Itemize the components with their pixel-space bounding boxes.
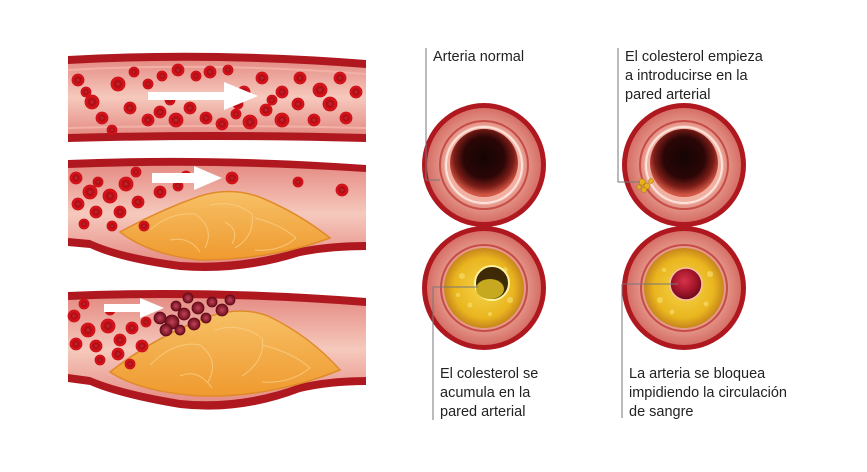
red-blood-cell	[67, 309, 81, 323]
red-blood-cell	[125, 321, 139, 335]
leader-lines	[425, 48, 678, 420]
red-blood-cell	[106, 124, 118, 136]
fatty-plaque	[118, 190, 332, 261]
clot-cell	[187, 317, 201, 331]
red-blood-cell	[100, 318, 116, 334]
clot-cell	[215, 303, 229, 317]
red-blood-cell	[259, 103, 273, 117]
red-blood-cell	[183, 101, 197, 115]
red-blood-cell	[113, 205, 127, 219]
red-blood-cell	[266, 94, 278, 106]
red-blood-cell	[171, 63, 185, 77]
cholesterol-deposit	[636, 178, 654, 193]
red-blood-cell	[111, 347, 125, 361]
red-blood-cell	[123, 101, 137, 115]
red-blood-cell	[94, 354, 106, 366]
red-blood-cell	[225, 171, 239, 185]
red-blood-cell	[203, 65, 217, 79]
red-blood-cell	[140, 316, 152, 328]
red-blood-cell	[230, 108, 242, 120]
clot-cell	[153, 311, 167, 325]
red-blood-cell	[274, 112, 290, 128]
red-blood-cell	[135, 339, 149, 353]
red-blood-cell	[78, 298, 90, 310]
cross-section-normal	[422, 103, 546, 227]
red-blood-cell	[156, 70, 168, 82]
red-blood-cell	[82, 184, 98, 200]
vessel-normal	[67, 52, 367, 142]
clot-cell	[159, 323, 173, 337]
arrow-right-icon	[104, 298, 164, 318]
red-blood-cell	[349, 85, 363, 99]
red-blood-cell	[69, 337, 83, 351]
red-blood-cell	[199, 111, 213, 125]
red-blood-cell	[78, 218, 90, 230]
red-blood-cell	[102, 188, 118, 204]
red-blood-cell	[84, 94, 100, 110]
label-cholesterol-begins: El colesterol empieza a introducirse en …	[625, 49, 763, 103]
clot-cell	[191, 301, 205, 315]
clot-cell	[177, 307, 191, 321]
red-blood-cell	[275, 85, 289, 99]
arrow-right-icon	[148, 82, 258, 110]
red-blood-cell	[106, 220, 118, 232]
red-blood-cell	[130, 166, 142, 178]
red-blood-cell	[124, 358, 136, 370]
red-blood-cell	[142, 78, 154, 90]
cross-section-accumulates	[422, 226, 546, 350]
red-blood-cell	[110, 76, 126, 92]
red-blood-cell	[128, 66, 140, 78]
label-normal-artery: Arteria normal	[433, 49, 525, 65]
red-blood-cell	[80, 322, 96, 338]
red-blood-cell	[92, 176, 104, 188]
red-blood-cell	[222, 64, 234, 76]
blood-clot	[153, 292, 236, 337]
red-blood-cell	[292, 176, 304, 188]
red-blood-cell	[89, 339, 103, 353]
red-blood-cell	[71, 73, 85, 87]
red-blood-cell	[89, 205, 103, 219]
red-blood-cell	[322, 96, 338, 112]
vessel-plaque-forming	[68, 157, 366, 272]
red-blood-cell	[95, 111, 109, 125]
red-blood-cell	[113, 333, 127, 347]
red-blood-cell	[333, 71, 347, 85]
red-blood-cell	[190, 70, 202, 82]
red-blood-cell	[131, 195, 145, 209]
clot-cell	[182, 292, 194, 304]
clot-cell	[224, 294, 236, 306]
red-blood-cell	[242, 114, 258, 130]
label-cholesterol-accumulates: El colesterol se acumula en la pared art…	[440, 366, 539, 420]
clot-cell	[174, 324, 186, 336]
vessel-blocked	[67, 290, 366, 410]
red-blood-cell	[307, 113, 321, 127]
red-blood-cell	[255, 71, 269, 85]
red-blood-cell	[312, 82, 328, 98]
red-blood-cell	[141, 113, 155, 127]
label-artery-blocked: La arteria se bloquea impidiendo la circ…	[629, 366, 787, 420]
red-blood-cell	[118, 176, 134, 192]
red-blood-cell	[293, 71, 307, 85]
red-blood-cell	[153, 185, 167, 199]
red-blood-cell	[69, 171, 83, 185]
blood-cells-plaque-forming	[69, 166, 349, 232]
red-blood-cell	[339, 111, 353, 125]
red-blood-cell	[138, 220, 150, 232]
clot-cell	[200, 312, 212, 324]
red-blood-cell	[291, 97, 305, 111]
red-blood-cell	[168, 112, 184, 128]
cross-section-blocked	[622, 226, 746, 350]
red-blood-cell	[80, 86, 92, 98]
clot-cell	[170, 300, 182, 312]
blood-cells-blocked	[67, 298, 152, 370]
red-blood-cell	[215, 117, 229, 131]
red-blood-cell	[71, 197, 85, 211]
cross-section-begins	[622, 103, 746, 227]
red-blood-cell	[153, 105, 167, 119]
red-blood-cell	[335, 183, 349, 197]
arrow-right-icon	[152, 166, 222, 190]
clot-cell	[206, 296, 218, 308]
